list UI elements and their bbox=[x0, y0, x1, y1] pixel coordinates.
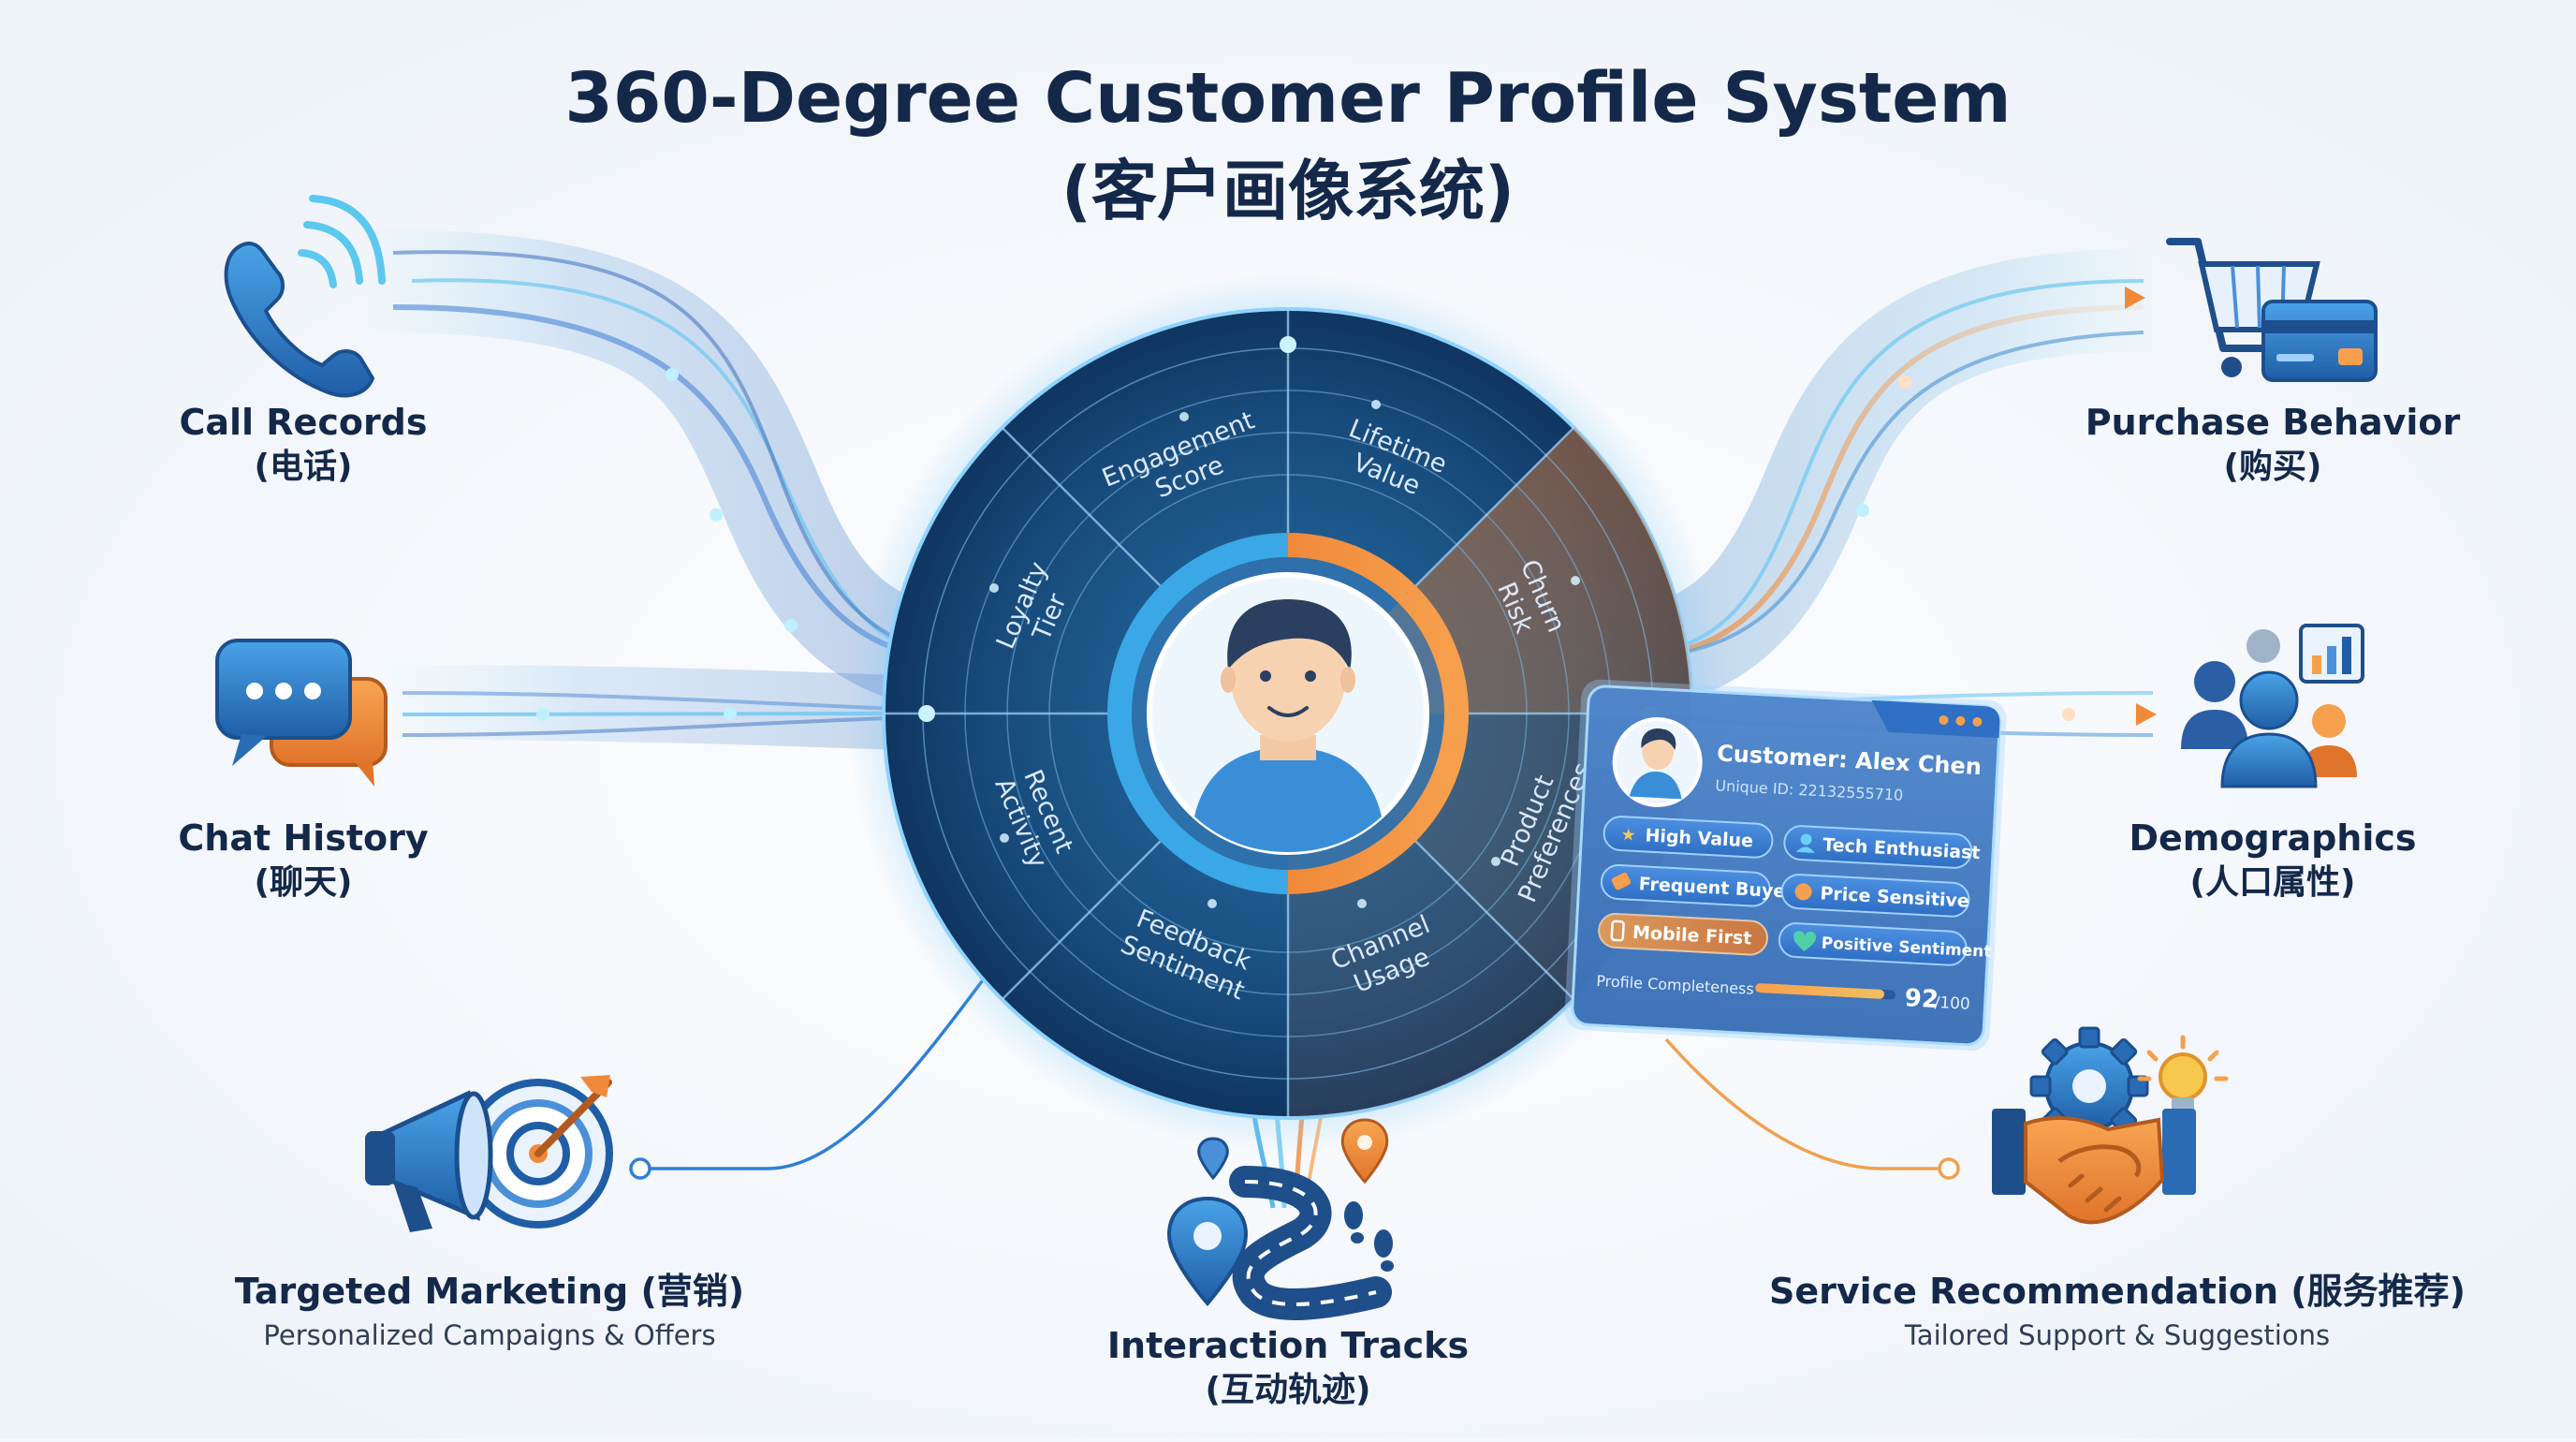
price-tag-icon bbox=[1794, 883, 1812, 901]
shopping-cart-icon bbox=[2166, 238, 2378, 382]
chat-history-label: Chat History bbox=[178, 817, 428, 859]
interaction-tracks-label: Interaction Tracks bbox=[1107, 1325, 1469, 1366]
title-line-2: (客户画像系统) bbox=[1061, 153, 1515, 229]
chat-bubbles-icon bbox=[215, 639, 388, 787]
tag-frequent-buyer bbox=[1600, 864, 1771, 907]
service-recommendation-label: Service Recommendation (服务推荐) bbox=[1769, 1271, 2466, 1312]
purchase-behavior-sub: (购买) bbox=[2224, 448, 2322, 486]
wheel-dividers bbox=[884, 309, 1692, 1118]
marketing-connector bbox=[646, 972, 989, 1170]
chat-history-sub: (聊天) bbox=[255, 863, 353, 902]
handshake-gear-icon bbox=[1992, 1026, 2229, 1225]
star-icon: ★ bbox=[1620, 825, 1636, 846]
service-connector bbox=[1664, 1037, 1942, 1170]
heart-icon bbox=[1793, 931, 1817, 952]
tag-price-sensitive bbox=[1780, 874, 1970, 918]
title-block: 360-Degree Customer Profile System (客户画像… bbox=[564, 58, 2011, 229]
card-tags: ★ High Value Tech Enthusiast Frequent Bu… bbox=[1598, 816, 1992, 966]
phone-icon bbox=[224, 195, 386, 398]
purchase-behavior-label: Purchase Behavior bbox=[2086, 402, 2461, 443]
interaction-tracks-sub: (互动轨迹) bbox=[1206, 1371, 1371, 1409]
customer-card: Customer: Alex Chen Unique ID: 221325557… bbox=[1564, 679, 2007, 1051]
completeness-bar bbox=[1755, 983, 1885, 999]
map-route-icon bbox=[1167, 1118, 1394, 1320]
marketing-connector-dot bbox=[629, 1157, 651, 1180]
people-chart-icon bbox=[2181, 624, 2364, 788]
tag-tech-enthusiast bbox=[1783, 825, 1973, 869]
targeted-marketing-desc: Personalized Campaigns & Offers bbox=[263, 1319, 715, 1351]
call-records-sub: (电话) bbox=[255, 448, 353, 486]
service-connector-dot bbox=[1938, 1157, 1960, 1180]
title-line-1: 360-Degree Customer Profile System bbox=[564, 58, 2011, 139]
avatar bbox=[1194, 599, 1382, 852]
ticket-icon bbox=[1611, 872, 1632, 890]
profile-wheel: Engagement Score Lifetime Value Churn Ri… bbox=[848, 273, 1728, 1154]
mobile-icon bbox=[1610, 920, 1625, 942]
completeness-score: 92 bbox=[1904, 984, 1939, 1014]
avatar-ring bbox=[1107, 533, 1469, 894]
targeted-marketing-label: Targeted Marketing (营销) bbox=[235, 1271, 744, 1312]
card-avatar bbox=[1612, 717, 1703, 808]
tag-high-value bbox=[1603, 816, 1774, 859]
person-icon bbox=[1800, 833, 1812, 846]
call-records-label: Call Records bbox=[179, 402, 427, 443]
demographics-label: Demographics bbox=[2129, 817, 2416, 859]
tag-mobile-first bbox=[1598, 912, 1768, 956]
megaphone-target-icon bbox=[365, 1075, 613, 1232]
tag-positive-sentiment bbox=[1778, 922, 1968, 966]
demographics-sub: (人口属性) bbox=[2190, 863, 2356, 902]
lightbulb-icon bbox=[2137, 1035, 2229, 1112]
completeness-score-max: /100 bbox=[1934, 993, 1970, 1014]
service-recommendation-desc: Tailored Support & Suggestions bbox=[1904, 1319, 2330, 1351]
